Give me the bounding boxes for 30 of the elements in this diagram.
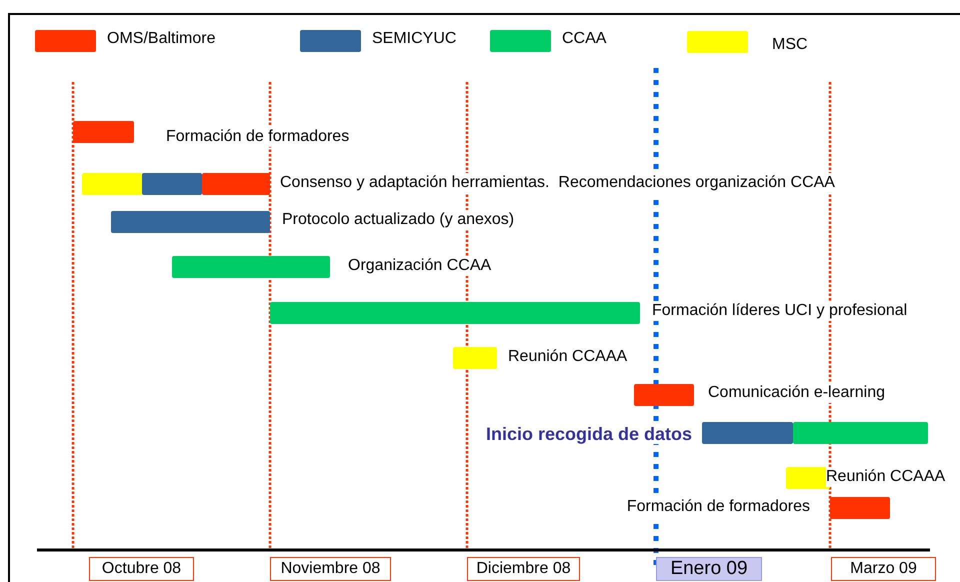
task-label: Comunicación e-learning [708,383,885,403]
task-bar [142,173,202,195]
task-bar [111,211,270,233]
task-bar [634,384,694,406]
task-label: Reunión CCAAA [826,467,946,487]
task-bar [793,422,928,444]
task-label: Formación de formadores [166,127,350,147]
task-bar [82,173,142,195]
legend-label: SEMICYUC [372,30,456,48]
task-bar [453,347,497,369]
task-label: Consenso y adaptación herramientas. Recomendaciones organización CCAA [280,173,835,193]
task-label: Formación líderes UCI y profesional [652,301,908,321]
month-label-box: Noviembre 08 [270,557,391,581]
month-label-box: Octubre 08 [89,557,194,581]
legend-label: OMS/Baltimore [107,30,216,48]
task-bar [73,121,134,143]
task-bar [202,173,270,195]
task-label: Organización CCAA [348,256,492,276]
month-label-box: Marzo 09 [831,557,936,581]
legend-label: CCAA [562,30,606,48]
month-label-box: Enero 09 [656,557,762,581]
task-bar [702,422,793,444]
task-label: Formación de formadores [626,497,810,517]
task-bar [172,256,330,278]
legend-label: MSC [772,36,808,54]
milestone-label: Inicio recogida de datos [486,424,692,444]
month-label-box: Diciembre 08 [467,557,580,581]
task-label: Protocolo actualizado (y anexos) [282,210,514,230]
task-bar [830,497,890,519]
task-bar [270,302,640,324]
